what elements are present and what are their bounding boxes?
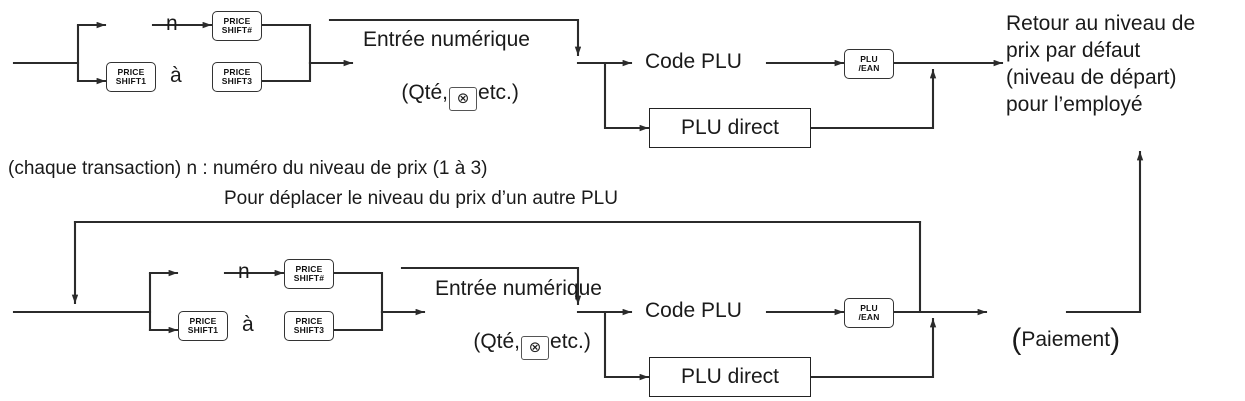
keycap-line1: PRICE	[189, 316, 217, 327]
keycap-line1: PRICE	[295, 316, 323, 327]
paiement-node[interactable]: (Paiement)	[988, 299, 1120, 381]
numeric-entry-line1-lower: Entrée numérique	[435, 277, 602, 300]
plu-ean-key-lower[interactable]: PLU /EAN	[844, 298, 894, 328]
keycap-line1: PRICE	[117, 67, 145, 78]
multiply-icon[interactable]: ⊗	[449, 86, 478, 111]
numeric-entry-line2-upper: (Qté,⊗etc.)	[378, 56, 519, 135]
plu-direct-label: PLU direct	[680, 365, 780, 388]
keycap-line2: SHIFT#	[293, 273, 325, 283]
label-a-lower: à	[242, 313, 254, 336]
keycap-line2: SHIFT3	[221, 76, 253, 86]
code-plu-label-lower: Code PLU	[645, 299, 742, 322]
numeric-entry-line1-upper: Entrée numérique	[363, 28, 530, 51]
price-shift-n-key-lower[interactable]: PRICE SHIFT#	[284, 259, 334, 289]
keycap-line1: PRICE	[223, 67, 251, 78]
paiement-label: Paiement	[1021, 328, 1111, 351]
label-a-upper: à	[170, 64, 182, 87]
keycap-line2: /EAN	[858, 312, 880, 322]
price-shift-3-key-lower[interactable]: PRICE SHIFT3	[284, 311, 334, 341]
keycap-line2: SHIFT1	[187, 325, 219, 335]
price-shift-n-key-upper[interactable]: PRICE SHIFT#	[212, 11, 262, 41]
keycap-line1: PLU	[860, 303, 878, 314]
price-shift-1-key-lower[interactable]: PRICE SHIFT1	[178, 311, 228, 341]
keycap-line2: SHIFT1	[115, 76, 147, 86]
numeric-entry-line2-lower: (Qté,⊗etc.)	[450, 305, 591, 384]
plu-direct-box-upper[interactable]: PLU direct	[649, 108, 811, 148]
return-text-line3: (niveau de départ)	[1006, 66, 1177, 89]
code-plu-label-upper: Code PLU	[645, 50, 742, 73]
label-n-upper: n	[166, 12, 178, 35]
keycap-line1: PLU	[860, 54, 878, 65]
price-shift-1-key-upper[interactable]: PRICE SHIFT1	[106, 62, 156, 92]
keycap-line2: SHIFT3	[293, 325, 325, 335]
note-each-transaction: (chaque transaction) n : numéro du nivea…	[8, 158, 488, 179]
price-shift-3-key-upper[interactable]: PRICE SHIFT3	[212, 62, 262, 92]
return-text-line2: prix par défaut	[1006, 39, 1141, 62]
numeric-entry-suffix: etc.)	[550, 329, 591, 353]
keycap-line1: PRICE	[223, 16, 251, 27]
note-move-level: Pour déplacer le niveau du prix d’un aut…	[224, 188, 618, 209]
plu-ean-key-upper[interactable]: PLU /EAN	[844, 49, 894, 79]
plu-direct-box-lower[interactable]: PLU direct	[649, 357, 811, 397]
multiply-icon[interactable]: ⊗	[521, 335, 550, 360]
numeric-entry-prefix: (Qté,	[473, 329, 521, 353]
keycap-line2: SHIFT#	[221, 25, 253, 35]
label-n-lower: n	[238, 260, 250, 283]
return-text-line1: Retour au niveau de	[1006, 12, 1196, 35]
plu-direct-label: PLU direct	[680, 116, 780, 139]
bracket-close: )	[1110, 323, 1121, 356]
bracket-open: (	[1011, 323, 1022, 356]
numeric-entry-prefix: (Qté,	[401, 80, 449, 104]
return-text-line4: pour l’employé	[1006, 93, 1143, 116]
numeric-entry-suffix: etc.)	[478, 80, 519, 104]
keycap-line1: PRICE	[295, 264, 323, 275]
keycap-line2: /EAN	[858, 63, 880, 73]
